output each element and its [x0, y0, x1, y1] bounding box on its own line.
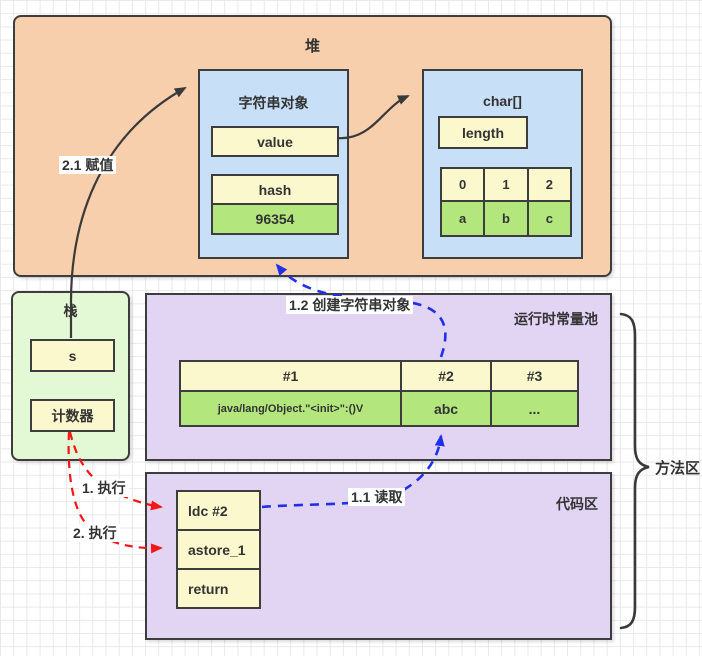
char-array-table: 0 1 2 a b c	[440, 167, 572, 237]
constant-pool-table: #1 #2 #3 java/lang/Object."<init>":()V a…	[179, 360, 579, 427]
label-exec-2: 2. 执行	[70, 524, 120, 542]
stack-box: 栈 s 计数器	[11, 291, 130, 461]
instruction-cell: return	[178, 570, 259, 607]
code-area-title: 代码区	[556, 496, 598, 512]
char-array-box: char[] length 0 1 2 a b c	[422, 69, 583, 259]
constant-pool-box: 运行时常量池 #1 #2 #3 java/lang/Object."<init>…	[145, 293, 612, 461]
pool-index-cell: #2	[402, 362, 490, 390]
instruction-list: ldc #2 astore_1 return	[176, 490, 261, 609]
heap-title: 堆	[304, 38, 320, 55]
stack-slot-s: s	[30, 339, 115, 372]
constant-pool-title: 运行时常量池	[514, 311, 598, 327]
string-object-box: 字符串对象 value hash 96354	[198, 69, 349, 259]
hash-field-cell: hash	[213, 176, 337, 203]
string-object-title: 字符串对象	[238, 95, 309, 111]
instruction-cell: astore_1	[178, 531, 259, 568]
instruction-cell: ldc #2	[178, 492, 259, 529]
char-index-cell: 2	[528, 169, 570, 200]
label-exec-1: 1. 执行	[79, 479, 129, 497]
label-read: 1.1 读取	[348, 488, 406, 506]
heap-box: 堆 字符串对象 value hash 96354 char[] length 0…	[13, 15, 612, 277]
char-value-cell: c	[528, 202, 570, 235]
char-value-cell: a	[442, 202, 484, 235]
label-create-string-object: 1.2 创建字符串对象	[286, 296, 414, 314]
char-index-cell: 1	[485, 169, 527, 200]
pool-value-cell: java/lang/Object."<init>":()V	[181, 392, 400, 425]
hash-field-group: hash 96354	[211, 174, 339, 235]
stack-title: 栈	[63, 303, 78, 319]
method-area-brace	[619, 312, 650, 630]
hash-value-cell: 96354	[213, 205, 337, 233]
pool-index-cell: #3	[492, 362, 577, 390]
label-method-area: 方法区	[655, 460, 701, 477]
pool-index-cell: #1	[181, 362, 400, 390]
stack-slot-counter: 计数器	[30, 399, 115, 432]
char-array-title: char[]	[483, 93, 522, 109]
char-index-cell: 0	[442, 169, 484, 200]
value-field-cell: value	[211, 126, 339, 157]
label-assign: 2.1 赋值	[59, 156, 117, 174]
pool-value-cell: abc	[402, 392, 490, 425]
char-value-cell: b	[485, 202, 527, 235]
length-field-cell: length	[438, 116, 528, 149]
pool-value-cell: ...	[492, 392, 577, 425]
